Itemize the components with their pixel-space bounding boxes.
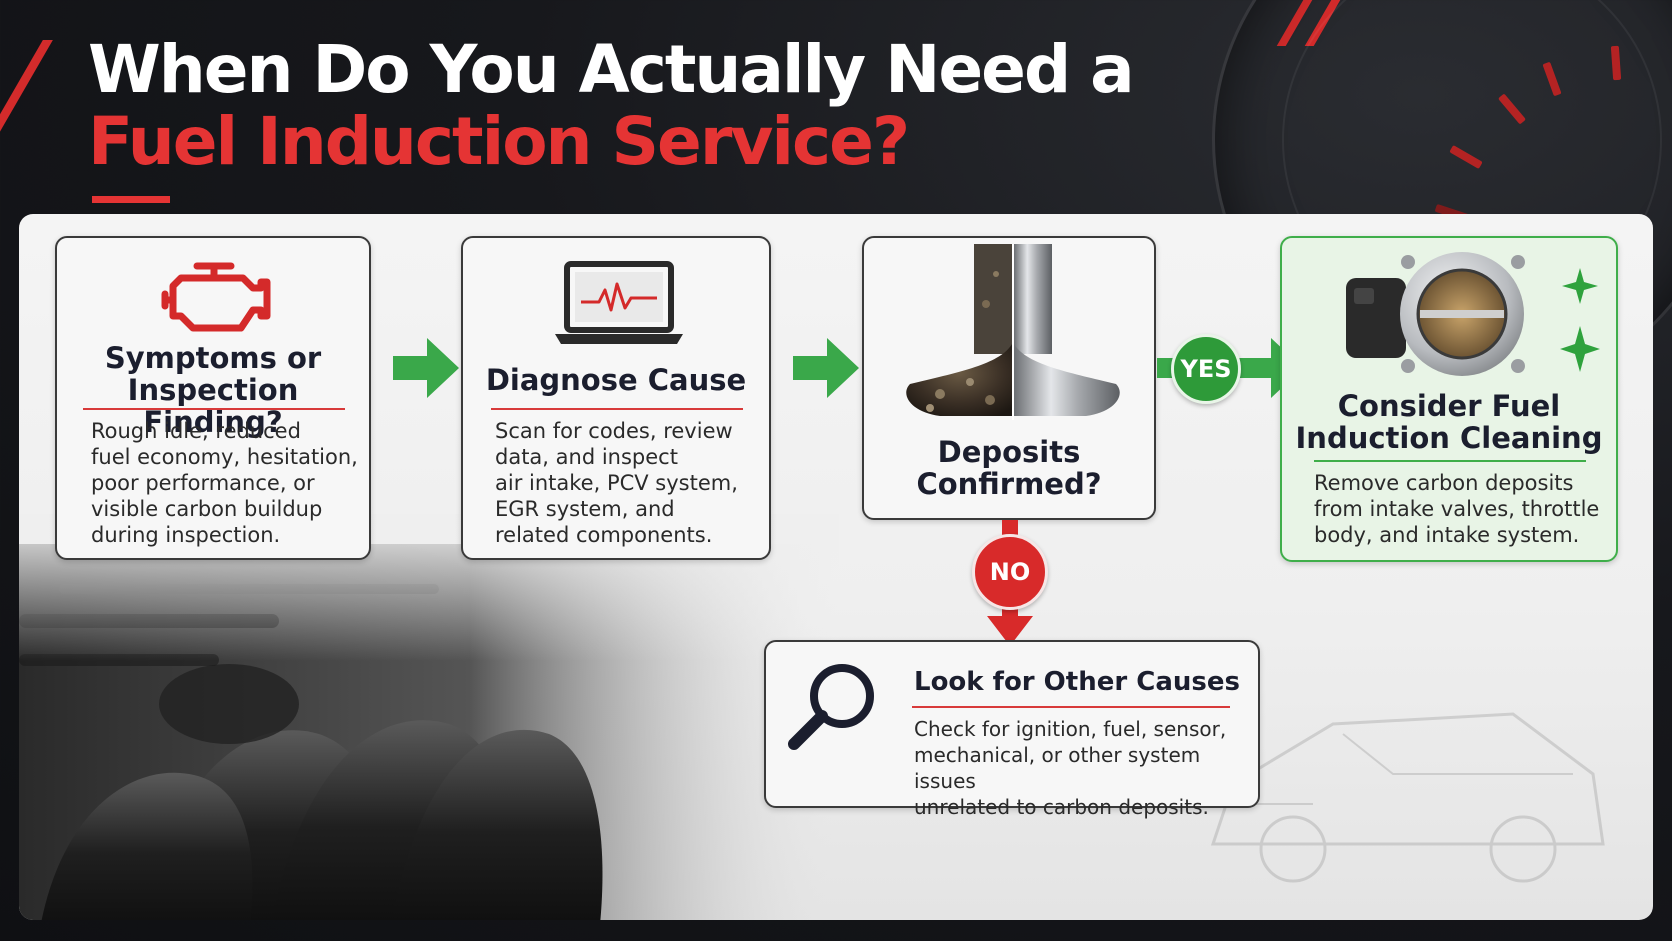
title-line-1: When Do You Actually Need a — [88, 31, 1135, 108]
diagnose-divider — [491, 408, 743, 410]
symptoms-card: Symptoms or Inspection Finding? Rough id… — [55, 236, 371, 560]
no-badge: NO — [972, 534, 1048, 610]
symptoms-description: Rough idle, reduced fuel economy, hesita… — [91, 418, 358, 548]
title-underline — [92, 196, 170, 203]
symptoms-text-line: visible carbon buildup — [91, 497, 323, 521]
symptoms-text-line: fuel economy, hesitation, — [91, 445, 358, 469]
deposits-title-line-1: Deposits — [937, 435, 1081, 469]
symptoms-text-line: poor performance, or — [91, 471, 315, 495]
page-title: When Do You Actually Need a Fuel Inducti… — [88, 31, 1135, 180]
magnifying-glass-icon — [788, 664, 874, 750]
accent-stripe — [0, 40, 53, 140]
other-causes-text-line: Check for ignition, fuel, sensor, — [914, 717, 1227, 741]
diagnose-text-line: air intake, PCV system, — [495, 471, 738, 495]
consider-text-line: Remove carbon deposits — [1314, 471, 1574, 495]
throttle-body-image — [1346, 252, 1525, 376]
diagnose-text-line: related components. — [495, 523, 713, 547]
diagnose-card: Diagnose Cause Scan for codes, review da… — [461, 236, 771, 560]
sparkle-icon — [1560, 268, 1600, 372]
other-causes-text-line: unrelated to carbon deposits. — [914, 795, 1209, 819]
consider-divider — [1314, 460, 1586, 462]
consider-description: Remove carbon deposits from intake valve… — [1314, 470, 1599, 548]
consider-text-line: from intake valves, throttle — [1314, 497, 1600, 521]
deposits-title: Deposits Confirmed? — [864, 436, 1154, 500]
symptoms-text-line: during inspection. — [91, 523, 281, 547]
diagnose-text-line: EGR system, and — [495, 497, 675, 521]
symptoms-divider — [83, 408, 345, 410]
symptoms-title-line-1: Symptoms or — [104, 341, 322, 375]
consider-title-line-1: Consider Fuel — [1337, 389, 1561, 423]
engine-intake-manifold-image — [19, 514, 839, 920]
other-causes-text-line: mechanical, or other system issues — [914, 743, 1201, 793]
flowchart-panel: Symptoms or Inspection Finding? Rough id… — [19, 214, 1653, 920]
other-causes-card: Look for Other Causes Check for ignition… — [764, 640, 1260, 819]
laptop-diagnostic-icon — [555, 261, 683, 344]
other-causes-divider — [912, 706, 1230, 708]
other-causes-title: Look for Other Causes — [914, 667, 1240, 697]
consider-title-line-2: Induction Cleaning — [1295, 421, 1603, 455]
symptoms-title: Symptoms or Inspection Finding? — [57, 342, 369, 438]
title-line-2: Fuel Induction Service? — [88, 103, 910, 180]
deposits-card: Deposits Confirmed? — [862, 236, 1156, 520]
intake-valve-comparison-image — [906, 244, 1120, 420]
consider-card: Consider Fuel Induction Cleaning Remove … — [1280, 236, 1618, 562]
deposits-title-line-2: Confirmed? — [916, 467, 1102, 501]
check-engine-icon — [161, 262, 271, 332]
other-causes-description: Check for ignition, fuel, sensor, mechan… — [914, 716, 1258, 820]
consider-title: Consider Fuel Induction Cleaning — [1282, 390, 1616, 454]
diagnose-text-line: Scan for codes, review — [495, 419, 733, 443]
diagnose-title: Diagnose Cause — [485, 363, 747, 397]
diagnose-description: Scan for codes, review data, and inspect… — [495, 418, 738, 548]
diagnose-text-line: data, and inspect — [495, 445, 678, 469]
flow-arrow-right — [393, 338, 459, 398]
symptoms-text-line: Rough idle, reduced — [91, 419, 301, 443]
consider-text-line: body, and intake system. — [1314, 523, 1580, 547]
symptoms-title-line-2: Inspection Finding? — [127, 373, 299, 439]
flow-arrow-right — [793, 338, 859, 398]
yes-badge: YES — [1171, 334, 1241, 404]
